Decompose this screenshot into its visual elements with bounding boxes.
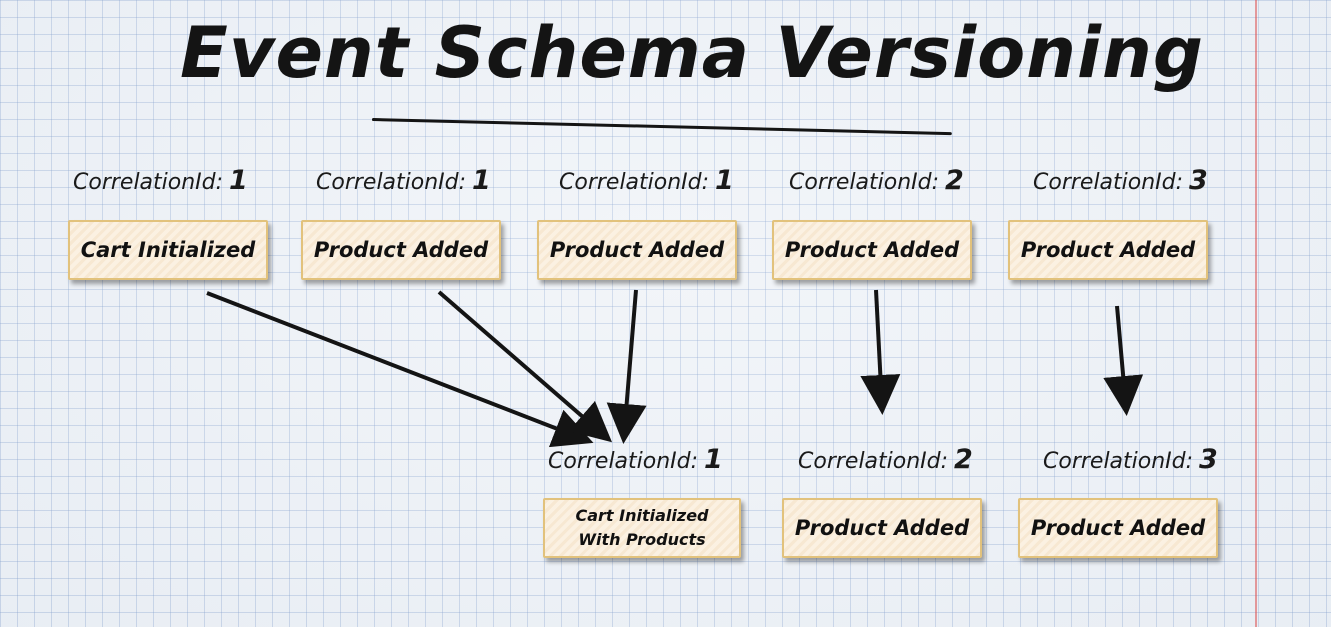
correlation-id: 1: [715, 165, 734, 196]
correlation-id: 1: [229, 165, 248, 196]
arrow-product-added-to-merged: [606, 289, 647, 444]
event-card-product-added[interactable]: Product Added: [537, 220, 737, 280]
arrow-product-added-to-merged: [437, 290, 613, 443]
event-card-product-added[interactable]: Product Added: [1008, 220, 1208, 280]
correlation-label-top-5: CorrelationId:3: [1033, 165, 1208, 196]
margin-line: [1255, 0, 1257, 627]
correlation-id: 1: [704, 444, 723, 475]
correlation-label-bottom-3: CorrelationId:3: [1043, 444, 1218, 475]
event-card-product-added[interactable]: Product Added: [1018, 498, 1218, 558]
event-card-cart-initialized-with-products[interactable]: Cart Initialized With Products: [543, 498, 741, 558]
correlation-label-text: CorrelationId:: [559, 170, 710, 195]
correlation-label-text: CorrelationId:: [789, 170, 940, 195]
correlation-id: 3: [1189, 165, 1208, 196]
correlation-label-text: CorrelationId:: [1033, 170, 1184, 195]
correlation-label-text: CorrelationId:: [798, 449, 949, 474]
correlation-label-top-3: CorrelationId:1: [559, 165, 734, 196]
correlation-label-text: CorrelationId:: [1043, 449, 1194, 474]
correlation-label-text: CorrelationId:: [316, 170, 467, 195]
event-card-cart-initialized[interactable]: Cart Initialized: [68, 220, 268, 280]
arrow-product-added-2: [860, 289, 901, 415]
correlation-id: 2: [954, 444, 973, 475]
correlation-id: 1: [472, 165, 491, 196]
event-card-product-added[interactable]: Product Added: [301, 220, 501, 280]
correlation-id: 2: [945, 165, 964, 196]
event-card-product-added[interactable]: Product Added: [772, 220, 972, 280]
correlation-label-text: CorrelationId:: [73, 170, 224, 195]
correlation-label-bottom-2: CorrelationId:2: [798, 444, 973, 475]
correlation-label-bottom-1: CorrelationId:1: [548, 444, 723, 475]
page-title: Event Schema Versioning: [180, 12, 1204, 94]
event-card-product-added[interactable]: Product Added: [782, 498, 982, 558]
correlation-label-top-1: CorrelationId:1: [73, 165, 248, 196]
correlation-id: 3: [1199, 444, 1218, 475]
correlation-label-top-4: CorrelationId:2: [789, 165, 964, 196]
correlation-label-text: CorrelationId:: [548, 449, 699, 474]
arrow-product-added-3: [1103, 305, 1144, 416]
arrow-cart-initialized-to-merged: [206, 291, 594, 448]
correlation-label-top-2: CorrelationId:1: [316, 165, 491, 196]
